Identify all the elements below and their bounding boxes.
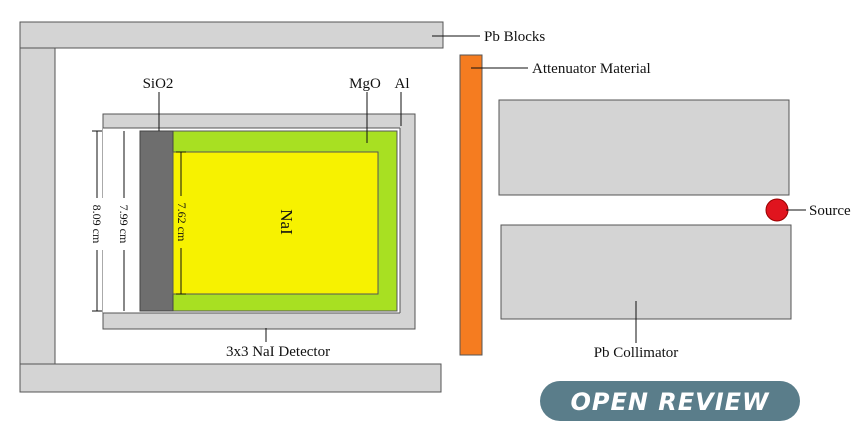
dimension-middle-label: 7.99 cm bbox=[117, 205, 131, 244]
attenuator-label: Attenuator Material bbox=[532, 61, 651, 77]
detector-label: 3x3 NaI Detector bbox=[226, 344, 330, 360]
pb-blocks-label: Pb Blocks bbox=[484, 29, 545, 45]
pb-collimator bbox=[498, 99, 792, 320]
open-review-badge-bg bbox=[540, 381, 800, 421]
pb-block-top bbox=[19, 21, 444, 49]
pb-block-bottom bbox=[19, 363, 442, 393]
dimension-inner-label: 7.62 cm bbox=[175, 203, 189, 242]
pb-collimator-label: Pb Collimator bbox=[594, 345, 679, 361]
open-review-badge-text: OPEN REVIEW bbox=[570, 388, 770, 416]
al-label: Al bbox=[395, 76, 410, 92]
open-review-badge[interactable]: OPEN REVIEW bbox=[540, 381, 800, 421]
source-label: Source bbox=[809, 203, 851, 219]
source-marker bbox=[765, 198, 789, 222]
pb-collimator-top bbox=[498, 99, 790, 196]
sio2-label: SiO2 bbox=[143, 76, 174, 92]
pb-collimator-bottom bbox=[500, 224, 792, 320]
nai-crystal bbox=[172, 151, 379, 295]
leader-lines bbox=[158, 35, 806, 343]
dimension-outer-label: 8.09 cm bbox=[90, 205, 104, 244]
mgo-label: MgO bbox=[349, 76, 381, 92]
nai-label: NaI bbox=[277, 209, 296, 235]
sio2-window bbox=[139, 130, 174, 312]
dimension-outer: 8.09 cm bbox=[90, 130, 104, 312]
pb-block-left bbox=[19, 47, 56, 365]
pb-blocks bbox=[19, 21, 444, 393]
attenuator-material bbox=[459, 54, 483, 356]
nai-detector: NaI 8.09 cm 7.99 cm 7.62 cm bbox=[90, 113, 416, 330]
dimension-middle: 7.99 cm bbox=[117, 131, 131, 311]
dimension-inner: 7.62 cm bbox=[175, 151, 189, 295]
